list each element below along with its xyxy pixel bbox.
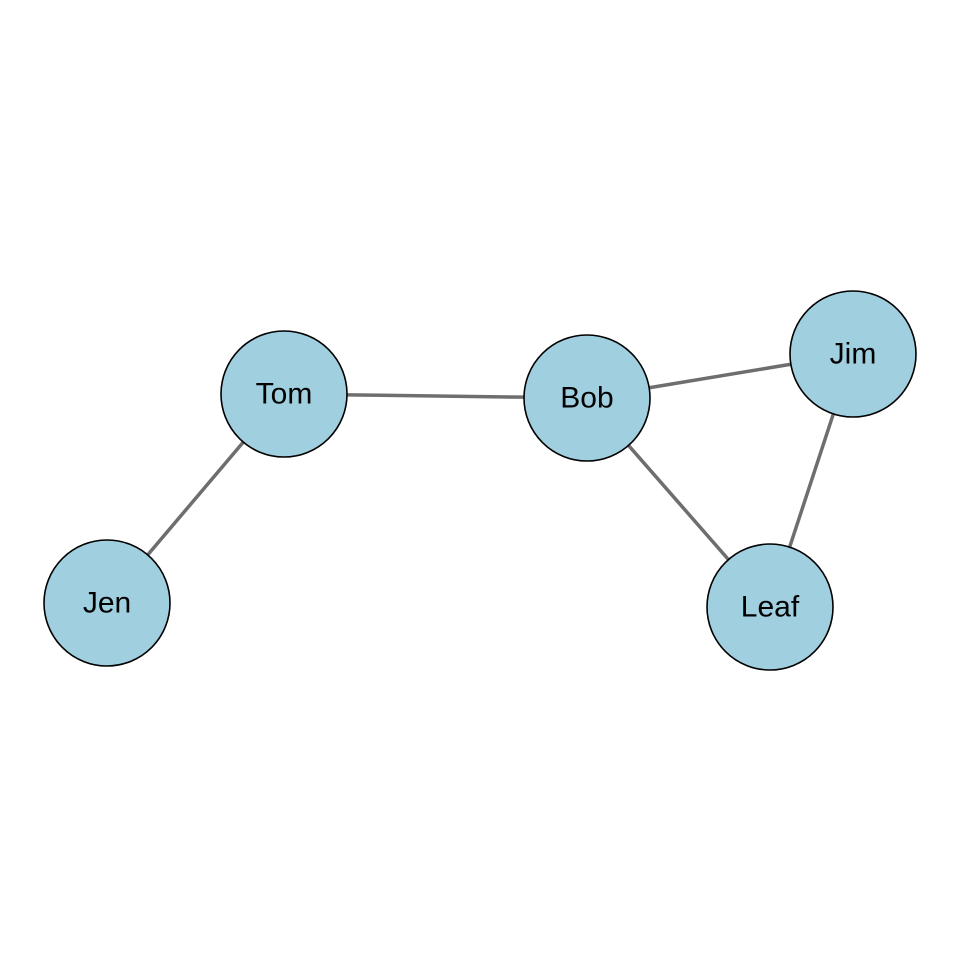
node-jen-circle xyxy=(43,539,171,667)
graph-nodes: Tom Jen Bob Jim Leaf xyxy=(43,290,917,671)
node-jim-label: Jim xyxy=(830,338,877,371)
node-bob-label: Bob xyxy=(560,382,613,415)
node-jen-label: Jen xyxy=(83,587,131,620)
node-bob: Bob xyxy=(523,334,651,462)
graph-edges xyxy=(146,362,836,561)
node-jen: Jen xyxy=(43,539,171,667)
edge-tom-bob xyxy=(346,393,525,399)
node-jim: Jim xyxy=(789,290,917,418)
node-tom: Tom xyxy=(220,330,348,458)
node-leaf-label: Leaf xyxy=(741,591,800,624)
node-bob-circle xyxy=(523,334,651,462)
node-jim-circle xyxy=(789,290,917,418)
edge-bob-leaf xyxy=(627,444,730,561)
node-tom-circle xyxy=(220,330,348,458)
edge-bob-jim xyxy=(648,362,792,390)
edge-tom-jen xyxy=(146,440,245,557)
edge-jim-leaf xyxy=(787,413,836,548)
node-leaf-circle xyxy=(706,543,834,671)
node-tom-label: Tom xyxy=(256,378,313,411)
node-leaf: Leaf xyxy=(706,543,834,671)
